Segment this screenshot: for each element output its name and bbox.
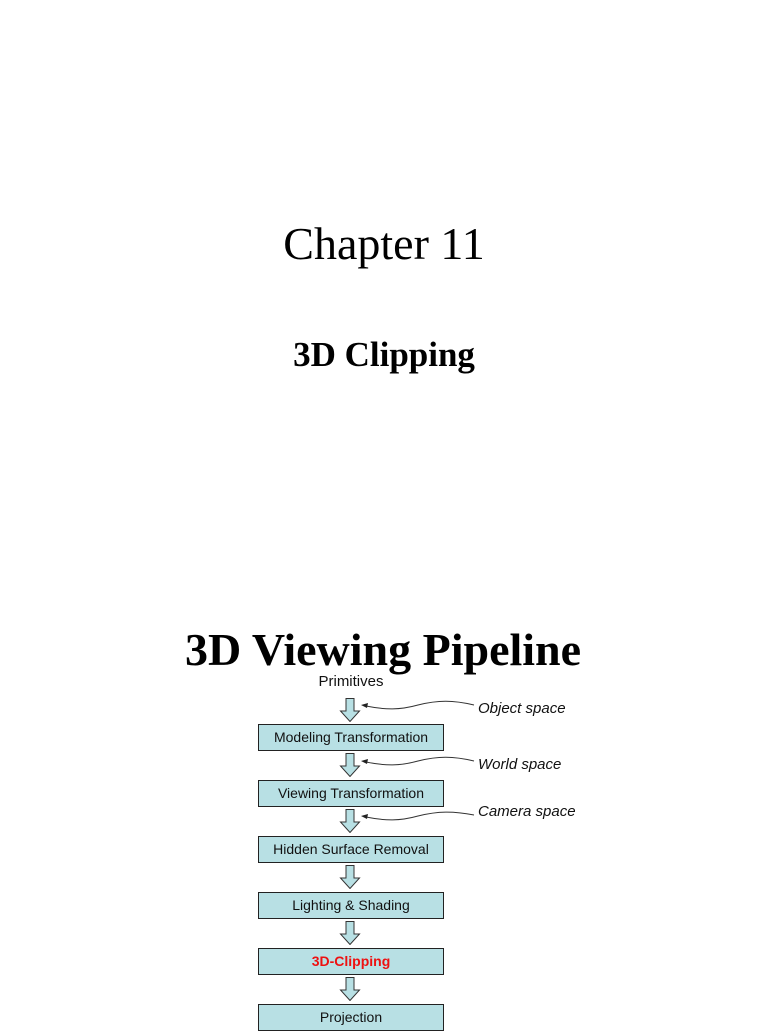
down-arrow-icon [339, 865, 361, 889]
down-arrow-icon [339, 921, 361, 945]
curved-pointer-arrow-icon [361, 756, 475, 766]
curved-pointer-arrow-icon [361, 700, 475, 710]
space-label-object: Object space [478, 700, 566, 717]
slide-title: 3D Viewing Pipeline [184, 624, 582, 675]
pipeline-input-label: Primitives [318, 673, 384, 690]
down-arrow-icon [339, 698, 361, 722]
down-arrow-icon [339, 753, 361, 777]
space-label-world: World space [478, 756, 562, 773]
stage-projection: Projection [258, 1004, 444, 1031]
stage-modeling-transformation: Modeling Transformation [258, 724, 444, 751]
down-arrow-icon [339, 977, 361, 1001]
stage-lighting-shading: Lighting & Shading [258, 892, 444, 919]
stage-hidden-surface-removal: Hidden Surface Removal [258, 836, 444, 863]
chapter-subtitle: 3D Clipping [293, 335, 475, 374]
space-label-camera: Camera space [478, 803, 576, 820]
curved-pointer-arrow-icon [361, 811, 475, 821]
down-arrow-icon [339, 809, 361, 833]
stage-3d-clipping: 3D-Clipping [258, 948, 444, 975]
chapter-title: Chapter 11 [283, 218, 485, 269]
stage-viewing-transformation: Viewing Transformation [258, 780, 444, 807]
